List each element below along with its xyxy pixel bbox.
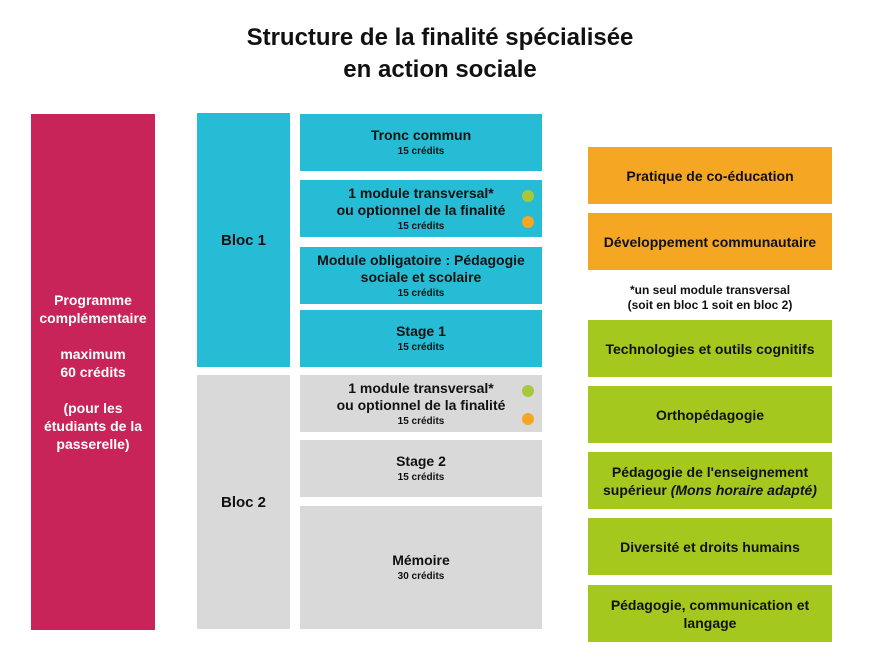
superieur-line-2: supérieur (Mons horaire adapté)	[603, 481, 817, 499]
stage2-credits: 15 crédits	[397, 472, 445, 483]
programme-line-6: étudiants de la	[43, 418, 143, 434]
tronc-credits: 15 crédits	[397, 146, 445, 157]
programme-line-1: Programme	[54, 292, 132, 308]
module-transversal-bloc-2: 1 module transversal* ou optionnel de la…	[300, 375, 542, 432]
obligatoire-line-1: Module obligatoire : Pédagogie	[317, 251, 525, 268]
transversal2-line-1: 1 module transversal*	[348, 379, 494, 396]
diversite-label: Diversité et droits humains	[620, 538, 800, 555]
programme-line-2: complémentaire	[39, 310, 147, 326]
obligatoire-credits: 15 crédits	[397, 287, 445, 299]
programme-line-7: passerelle)	[56, 436, 130, 452]
programme-line-5: (pour les	[63, 400, 123, 416]
title-line-2: en action sociale	[343, 56, 537, 83]
co-education-label: Pratique de co-éducation	[626, 167, 794, 184]
orthopedagogie-label: Orthopédagogie	[655, 406, 765, 423]
module-stage-2: Stage 2 15 crédits	[300, 440, 542, 497]
module-transversal-bloc-1: 1 module transversal* ou optionnel de la…	[300, 180, 542, 237]
module-memoire: Mémoire 30 crédits	[300, 506, 542, 629]
option-enseignement-superieur: Pédagogie de l'enseignement supérieur (M…	[588, 452, 832, 509]
transversal-footnote: *un seul module transversal (soit en blo…	[588, 283, 832, 313]
programme-complementaire-box: Programme complémentaire maximum 60 créd…	[31, 114, 155, 630]
memoire-title: Mémoire	[392, 552, 450, 568]
technologies-label: Technologies et outils cognitifs	[605, 340, 815, 357]
bloc-1-label: Bloc 1	[220, 231, 266, 249]
note-line-2: (soit en bloc 1 soit en bloc 2)	[627, 298, 793, 312]
superieur-line-2b: (Mons horaire adapté)	[670, 481, 817, 498]
module-obligatoire: Module obligatoire : Pédagogie sociale e…	[300, 247, 542, 304]
module-stage-1: Stage 1 15 crédits	[300, 310, 542, 367]
transversal1-line-1: 1 module transversal*	[348, 184, 494, 201]
bloc-2-label: Bloc 2	[220, 493, 266, 511]
superieur-line-1: Pédagogie de l'enseignement	[611, 463, 809, 480]
option-developpement-communautaire: Développement communautaire	[588, 213, 832, 270]
superieur-line-2a: supérieur	[603, 481, 667, 498]
orange-dot-icon	[522, 413, 534, 425]
programme-line-4: 60 crédits	[60, 364, 126, 380]
option-diversite: Diversité et droits humains	[588, 518, 832, 575]
note-line-1: *un seul module transversal	[629, 283, 791, 297]
module-tronc-commun: Tronc commun 15 crédits	[300, 114, 542, 171]
title-line-1: Structure de la finalité spécialisée	[246, 24, 634, 51]
option-orthopedagogie: Orthopédagogie	[588, 386, 832, 443]
transversal2-credits: 15 crédits	[397, 415, 445, 427]
bloc-2-box: Bloc 2	[197, 375, 290, 629]
communautaire-label: Développement communautaire	[603, 233, 817, 250]
option-co-education: Pratique de co-éducation	[588, 147, 832, 204]
programme-line-3: maximum	[60, 346, 126, 362]
obligatoire-line-2: sociale et scolaire	[360, 268, 482, 285]
orange-dot-icon	[522, 216, 534, 228]
option-communication-langage: Pédagogie, communication et langage	[588, 585, 832, 642]
stage2-title: Stage 2	[396, 453, 446, 469]
stage1-title: Stage 1	[396, 323, 446, 339]
bloc-1-box: Bloc 1	[197, 113, 290, 367]
memoire-credits: 30 crédits	[397, 571, 445, 582]
communication-line-1: Pédagogie, communication et	[610, 596, 810, 613]
option-technologies: Technologies et outils cognitifs	[588, 320, 832, 377]
transversal1-credits: 15 crédits	[397, 220, 445, 232]
tronc-title: Tronc commun	[370, 127, 472, 143]
green-dot-icon	[522, 385, 534, 397]
transversal2-line-2: ou optionnel de la finalité	[336, 396, 506, 413]
green-dot-icon	[522, 190, 534, 202]
diagram-title: Structure de la finalité spécialisée en …	[0, 22, 880, 86]
stage1-credits: 15 crédits	[397, 342, 445, 353]
communication-line-2: langage	[683, 614, 737, 631]
transversal1-line-2: ou optionnel de la finalité	[336, 201, 506, 218]
